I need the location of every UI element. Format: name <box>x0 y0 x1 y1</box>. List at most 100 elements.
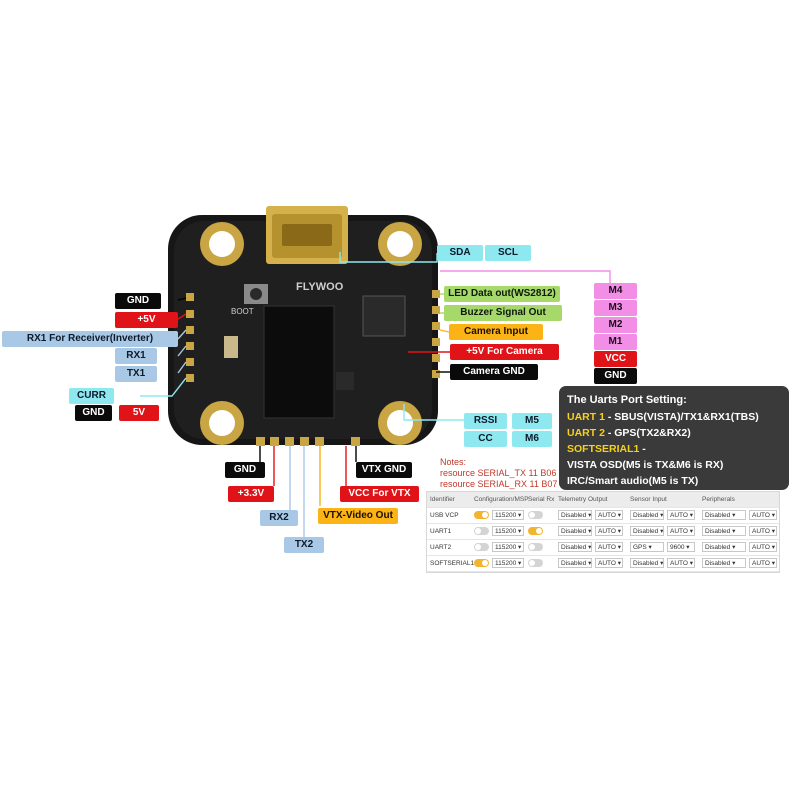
uart-line-3: SOFTSERIAL1 - <box>567 443 646 455</box>
serial-rx-toggle[interactable] <box>528 527 543 535</box>
peripherals-baud-select[interactable]: AUTO ▾ <box>749 542 777 552</box>
table-header-cell: Serial Rx <box>528 496 555 503</box>
label-curr: CURR <box>69 388 114 404</box>
table-cell: Disabled ▾AUTO ▾ <box>699 539 781 555</box>
table-cell: Disabled ▾AUTO ▾ <box>627 507 699 523</box>
telemetry-baud-select[interactable]: AUTO ▾ <box>595 510 623 520</box>
label-m6: M6 <box>512 431 552 447</box>
table-cell: Disabled ▾AUTO ▾ <box>627 555 699 571</box>
msp-baud-select[interactable]: 115200 ▾ <box>492 510 524 520</box>
notes-line-1: resource SERIAL_TX 11 B06 <box>440 468 557 478</box>
table-cell <box>525 539 555 555</box>
label-tx2: TX2 <box>284 537 324 553</box>
right-pads <box>432 290 440 378</box>
telemetry-select[interactable]: Disabled ▾ <box>558 558 592 568</box>
serial-rx-toggle[interactable] <box>528 511 543 519</box>
table-cell <box>525 555 555 571</box>
label-rx2: RX2 <box>260 510 298 526</box>
label-scl: SCL <box>485 245 531 261</box>
table-cell: SOFTSERIAL1 <box>427 555 474 571</box>
msp-baud-select[interactable]: 115200 ▾ <box>492 526 524 536</box>
label-led-data: LED Data out(WS2812) <box>444 286 560 302</box>
mcu-chip <box>263 305 335 419</box>
usb-connector <box>266 206 348 264</box>
label-gnd-left: GND <box>115 293 161 309</box>
uart-line-4: VISTA OSD(M5 is TX&M6 is RX) <box>567 459 724 471</box>
peripherals-select[interactable]: Disabled ▾ <box>702 526 746 536</box>
telemetry-baud-select[interactable]: AUTO ▾ <box>595 558 623 568</box>
mounting-hole-top-right <box>378 222 422 266</box>
port-identifier: USB VCP <box>430 511 459 519</box>
uart-line-2: UART 2 - GPS(TX2&RX2) <box>567 427 691 439</box>
msp-toggle[interactable] <box>474 559 489 567</box>
peripherals-baud-select[interactable]: AUTO ▾ <box>749 510 777 520</box>
label-sda: SDA <box>437 245 483 261</box>
port-identifier: UART2 <box>430 543 452 551</box>
sensor-baud-select[interactable]: AUTO ▾ <box>667 558 695 568</box>
peripherals-select[interactable]: Disabled ▾ <box>702 510 746 520</box>
label-rssi: RSSI <box>464 413 507 429</box>
msp-toggle[interactable] <box>474 511 489 519</box>
telemetry-select[interactable]: Disabled ▾ <box>558 542 592 552</box>
sensor-baud-select[interactable]: 9600 ▾ <box>667 542 695 552</box>
label-m2: M2 <box>594 317 637 333</box>
left-pads <box>186 293 194 382</box>
label-gnd-curr: GND <box>75 405 112 421</box>
label-m5: M5 <box>512 413 552 429</box>
table-cell: Disabled ▾AUTO ▾ <box>699 555 781 571</box>
table-cell: USB VCP <box>427 507 471 523</box>
sensor-select[interactable]: Disabled ▾ <box>630 558 664 568</box>
sensor-baud-select[interactable]: AUTO ▾ <box>667 510 695 520</box>
label-buzzer: Buzzer Signal Out <box>444 305 562 321</box>
peripherals-baud-select[interactable]: AUTO ▾ <box>749 558 777 568</box>
port-identifier: UART1 <box>430 527 452 535</box>
table-header-cell: Sensor Input <box>630 496 667 503</box>
table-cell: Disabled ▾AUTO ▾ <box>555 539 627 555</box>
serial-rx-toggle[interactable] <box>528 559 543 567</box>
msp-toggle[interactable] <box>474 527 489 535</box>
table-cell: UART1 <box>427 523 471 539</box>
msp-toggle[interactable] <box>474 543 489 551</box>
telemetry-baud-select[interactable]: AUTO ▾ <box>595 526 623 536</box>
msp-baud-select[interactable]: 115200 ▾ <box>492 542 524 552</box>
label-vtx-video: VTX-Video Out <box>318 508 398 524</box>
telemetry-select[interactable]: Disabled ▾ <box>558 510 592 520</box>
table-cell: GPS ▾9600 ▾ <box>627 539 699 555</box>
sensor-select[interactable]: Disabled ▾ <box>630 526 664 536</box>
label-m4: M4 <box>594 283 637 299</box>
label-5v-camera: +5V For Camera <box>450 344 559 360</box>
table-cell: Disabled ▾AUTO ▾ <box>699 523 781 539</box>
peripherals-select[interactable]: Disabled ▾ <box>702 542 746 552</box>
capacitor <box>224 336 238 358</box>
notes-title: Notes: <box>440 457 467 467</box>
label-tx1: TX1 <box>115 366 157 382</box>
table-header-cell: Telemetry Output <box>558 496 608 503</box>
label-vcc: VCC <box>594 351 637 367</box>
svg-text:BOOT: BOOT <box>231 307 254 316</box>
msp-baud-select[interactable]: 115200 ▾ <box>492 558 524 568</box>
label-vcc-vtx: VCC For VTX <box>340 486 419 502</box>
table-cell: UART2 <box>427 539 471 555</box>
label-3v3: +3.3V <box>228 486 274 502</box>
table-header-cell: Peripherals <box>702 496 735 503</box>
table-header-cell: Configuration/MSP <box>474 496 529 503</box>
table-header-cell: Identifier <box>430 496 455 503</box>
telemetry-baud-select[interactable]: AUTO ▾ <box>595 542 623 552</box>
label-vtx-gnd: VTX GND <box>356 462 412 478</box>
telemetry-select[interactable]: Disabled ▾ <box>558 526 592 536</box>
serial-rx-toggle[interactable] <box>528 543 543 551</box>
label-cc: CC <box>464 431 507 447</box>
sensor-baud-select[interactable]: AUTO ▾ <box>667 526 695 536</box>
label-rx1-inverter: RX1 For Receiver(Inverter) <box>2 331 178 347</box>
label-m1: M1 <box>594 334 637 350</box>
peripherals-select[interactable]: Disabled ▾ <box>702 558 746 568</box>
table-cell: Disabled ▾AUTO ▾ <box>555 555 627 571</box>
sensor-select[interactable]: Disabled ▾ <box>630 510 664 520</box>
bottom-pads <box>256 437 360 446</box>
peripherals-baud-select[interactable]: AUTO ▾ <box>749 526 777 536</box>
sensor-select[interactable]: GPS ▾ <box>630 542 664 552</box>
